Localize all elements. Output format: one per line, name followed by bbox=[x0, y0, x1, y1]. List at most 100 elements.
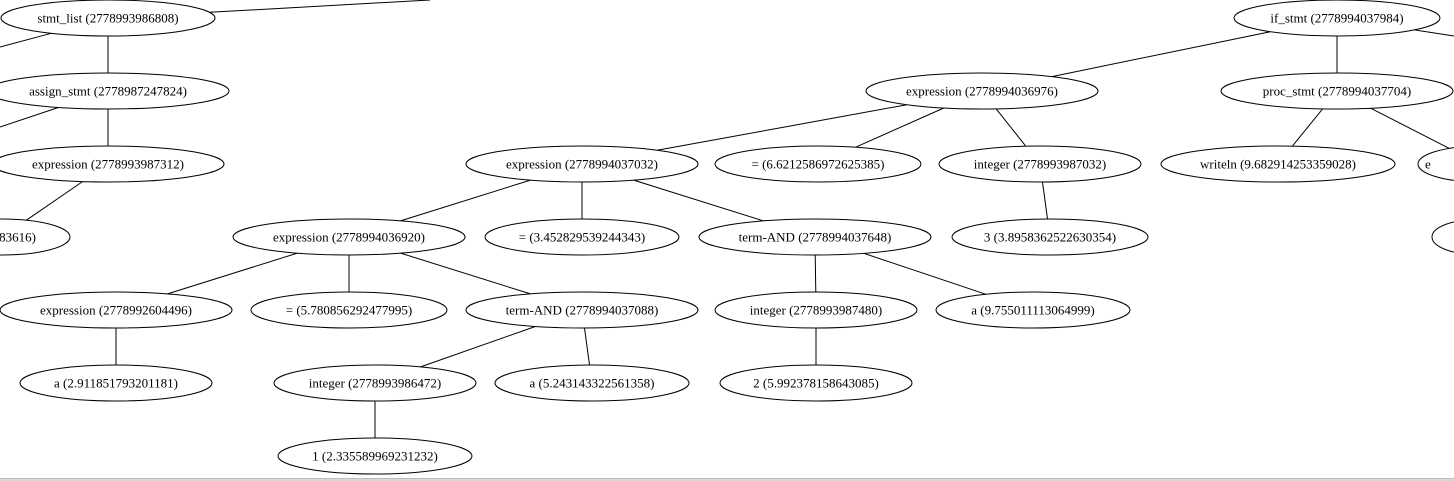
node-label: expression (2778994036976) bbox=[906, 84, 1058, 99]
node-ellipse bbox=[0, 218, 71, 256]
node-ellipse bbox=[951, 218, 1149, 256]
node-ellipse bbox=[273, 364, 477, 402]
horizontal-scrollbar[interactable] bbox=[0, 478, 1454, 481]
tree-node: assign_stmt (2778987247824) bbox=[0, 72, 230, 110]
tree-node: a (5.243143322561358) bbox=[494, 364, 690, 402]
node-ellipse bbox=[484, 218, 680, 256]
node-ellipse bbox=[935, 291, 1131, 329]
tree-node: = (3.452829539244343) bbox=[484, 218, 680, 256]
node-label: 993983616) bbox=[0, 230, 36, 245]
tree-edge bbox=[0, 106, 59, 128]
tree-node: a (2.911851793201181) bbox=[19, 364, 213, 402]
node-ellipse bbox=[494, 364, 690, 402]
tree-node: 3 (3.8958362522630354) bbox=[951, 218, 1149, 256]
tree-edge bbox=[1051, 31, 1271, 78]
tree-node: a (9.755011113064999) bbox=[935, 291, 1131, 329]
node-ellipse bbox=[714, 145, 922, 183]
node-label: assign_stmt (2778987247824) bbox=[29, 84, 187, 99]
node-label: = (5.780856292477995) bbox=[286, 303, 413, 318]
tree-node: integer (2778993987032) bbox=[938, 145, 1142, 183]
node-label: expression (2778993987312) bbox=[32, 157, 184, 172]
node-label: a (9.755011113064999) bbox=[971, 303, 1094, 318]
node-label: proc_stmt (2778994037704) bbox=[1263, 84, 1411, 99]
node-label: term-AND (2778994037648) bbox=[739, 230, 892, 245]
tree-edge bbox=[420, 326, 536, 368]
node-ellipse bbox=[714, 291, 918, 329]
node-label: integer (2778993986472) bbox=[309, 376, 442, 391]
node-label: term-AND (2778994037088) bbox=[506, 303, 659, 318]
tree-node: e bbox=[1417, 147, 1454, 181]
node-label: expression (2778994037032) bbox=[506, 157, 658, 172]
node-label: = (6.6212586972625385) bbox=[752, 157, 885, 172]
tree-node: proc_stmt (2778994037704) bbox=[1220, 72, 1454, 110]
node-ellipse bbox=[1431, 221, 1454, 253]
node-ellipse bbox=[1233, 0, 1441, 37]
node-label: e bbox=[1425, 157, 1431, 172]
node-ellipse bbox=[232, 218, 466, 256]
tree-edge bbox=[26, 181, 83, 221]
node-ellipse bbox=[0, 291, 233, 329]
tree-edge bbox=[633, 179, 764, 222]
tree-node: integer (2778993987480) bbox=[714, 291, 918, 329]
node-ellipse bbox=[1160, 145, 1396, 183]
node-label: expression (2778994036920) bbox=[273, 230, 425, 245]
tree-edge bbox=[209, 0, 431, 13]
tree-edge bbox=[0, 32, 52, 48]
tree-node: if_stmt (2778994037984) bbox=[1233, 0, 1441, 37]
node-label: 2 (5.992378158643085) bbox=[753, 376, 879, 391]
node-ellipse bbox=[277, 437, 473, 475]
tree-node: 2 (5.992378158643085) bbox=[719, 364, 913, 402]
tree-node: term-AND (2778994037088) bbox=[465, 291, 699, 329]
tree-edge bbox=[863, 252, 987, 295]
node-label: a (2.911851793201181) bbox=[54, 376, 178, 391]
tree-node: writeln (9.682914253359028) bbox=[1160, 145, 1396, 183]
node-label: stmt_list (2778993986808) bbox=[37, 11, 178, 26]
node-label: = (3.452829539244343) bbox=[519, 230, 646, 245]
tree-edge bbox=[657, 104, 907, 151]
node-ellipse bbox=[1417, 147, 1454, 181]
node-label: integer (2778993987480) bbox=[750, 303, 883, 318]
node-ellipse bbox=[0, 145, 225, 183]
tree-edge bbox=[1292, 108, 1323, 147]
node-ellipse bbox=[0, 72, 230, 110]
tree-node bbox=[1431, 221, 1454, 253]
tree-edge bbox=[167, 252, 298, 295]
node-ellipse bbox=[938, 145, 1142, 183]
node-ellipse bbox=[0, 0, 216, 37]
node-ellipse bbox=[19, 364, 213, 402]
tree-edge bbox=[814, 254, 817, 293]
tree-node: integer (2778993986472) bbox=[273, 364, 477, 402]
tree-edge bbox=[995, 108, 1027, 147]
tree-node: term-AND (2778994037648) bbox=[698, 218, 932, 256]
tree-node: expression (2778994036920) bbox=[232, 218, 466, 256]
node-ellipse bbox=[465, 291, 699, 329]
node-ellipse bbox=[865, 72, 1099, 110]
tree-node: stmt_list (2778993986808) bbox=[0, 0, 216, 37]
tree-node: expression (2778994036976) bbox=[865, 72, 1099, 110]
tree-edge bbox=[584, 327, 590, 366]
node-label: if_stmt (2778994037984) bbox=[1270, 11, 1403, 26]
tree-edge bbox=[1042, 181, 1048, 220]
tree-node: expression (2778993987312) bbox=[0, 145, 225, 183]
node-label: integer (2778993987032) bbox=[974, 157, 1107, 172]
tree-node: 993983616) bbox=[0, 218, 71, 256]
node-ellipse bbox=[465, 145, 699, 183]
node-label: a (5.243143322561358) bbox=[530, 376, 655, 391]
node-ellipse bbox=[698, 218, 932, 256]
tree-edge bbox=[400, 179, 531, 222]
tree-edge bbox=[855, 107, 945, 148]
tree-edge bbox=[400, 252, 531, 295]
node-label: 1 (2.335589969231232) bbox=[312, 449, 438, 464]
node-label: 3 (3.8958362522630354) bbox=[984, 230, 1116, 245]
tree-edge bbox=[1414, 29, 1454, 37]
tree-node: expression (2778992604496) bbox=[0, 291, 233, 329]
tree-node: = (5.780856292477995) bbox=[250, 291, 448, 329]
node-ellipse bbox=[1220, 72, 1454, 110]
tree-node: expression (2778994037032) bbox=[465, 145, 699, 183]
tree-node: 1 (2.335589969231232) bbox=[277, 437, 473, 475]
node-ellipse bbox=[250, 291, 448, 329]
tree-edge bbox=[1370, 107, 1450, 149]
tree-node: = (6.6212586972625385) bbox=[714, 145, 922, 183]
node-ellipse bbox=[719, 364, 913, 402]
